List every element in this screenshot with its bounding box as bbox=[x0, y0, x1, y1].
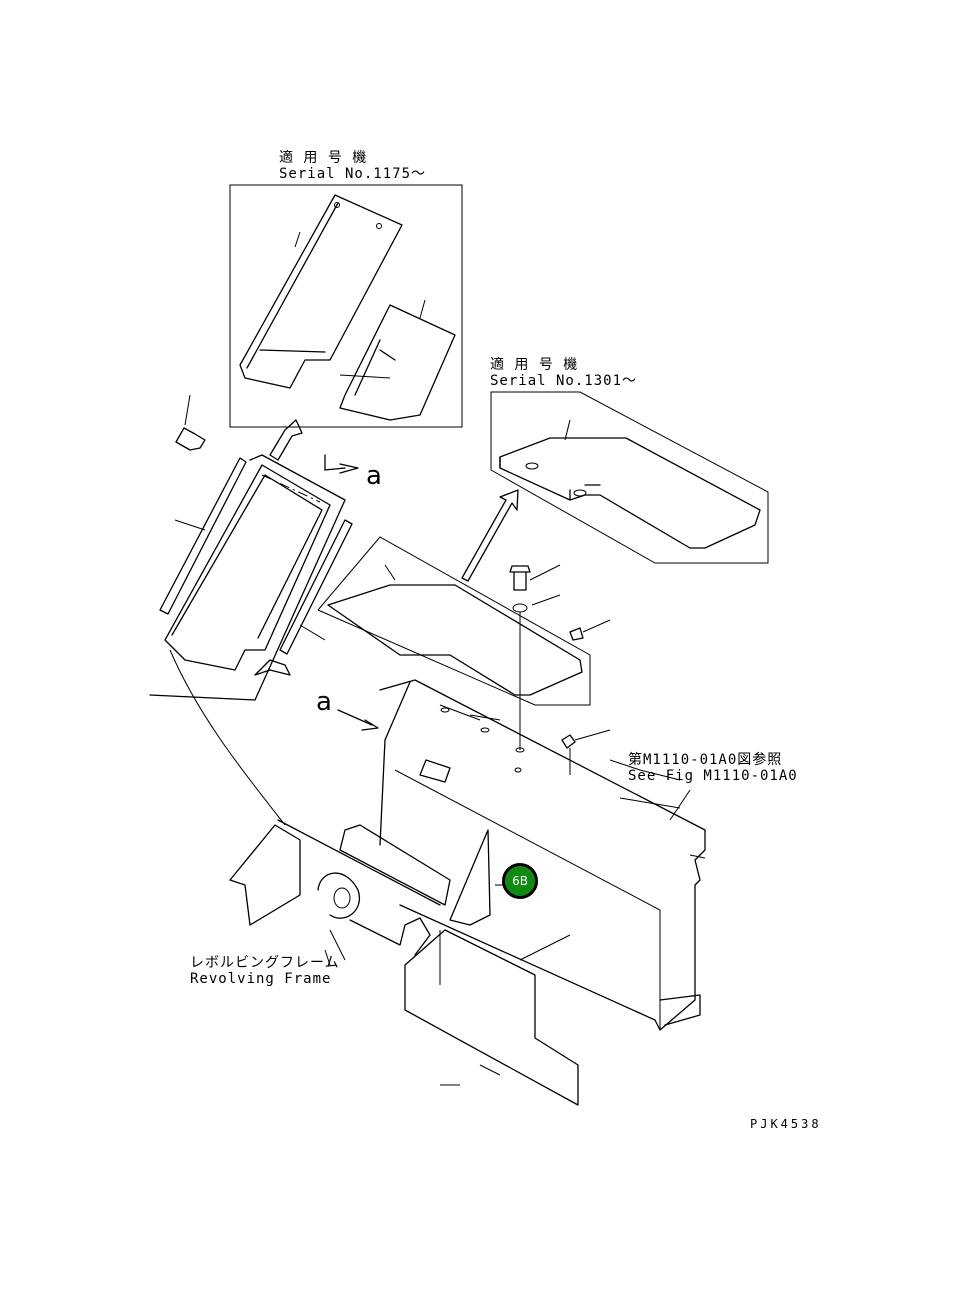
inset-serial-1175 bbox=[229, 184, 463, 428]
left-panel-assembly bbox=[149, 394, 353, 701]
view-arrow-left bbox=[337, 709, 379, 731]
serial-1301-en: Serial No.1301～ bbox=[490, 373, 638, 389]
lower-parts bbox=[169, 649, 579, 1106]
view-a-top-label: a bbox=[366, 461, 382, 491]
ref-fig-en: See Fig M1110-01A0 bbox=[628, 768, 798, 784]
part-badge-6b[interactable]: 6B bbox=[502, 863, 538, 899]
serial-1175-en: Serial No.1175～ bbox=[279, 166, 427, 182]
serial-1301-jp: 適 用 号 機 bbox=[490, 357, 579, 373]
serial-1175-jp: 適 用 号 機 bbox=[279, 150, 368, 166]
inset-arrows bbox=[269, 419, 519, 582]
ref-fig-jp: 第M1110-01A0図参照 bbox=[628, 752, 783, 768]
drawing-code: PJK4538 bbox=[750, 1117, 822, 1131]
frame-label-jp: レボルビングフレーム bbox=[190, 955, 340, 971]
frame-assembly bbox=[379, 679, 706, 1031]
frame-label-en: Revolving Frame bbox=[190, 971, 332, 987]
inset-serial-1301 bbox=[490, 391, 769, 564]
view-arrow-top bbox=[324, 454, 359, 474]
center-panel bbox=[317, 536, 611, 775]
view-a-left-label: a bbox=[316, 687, 332, 717]
